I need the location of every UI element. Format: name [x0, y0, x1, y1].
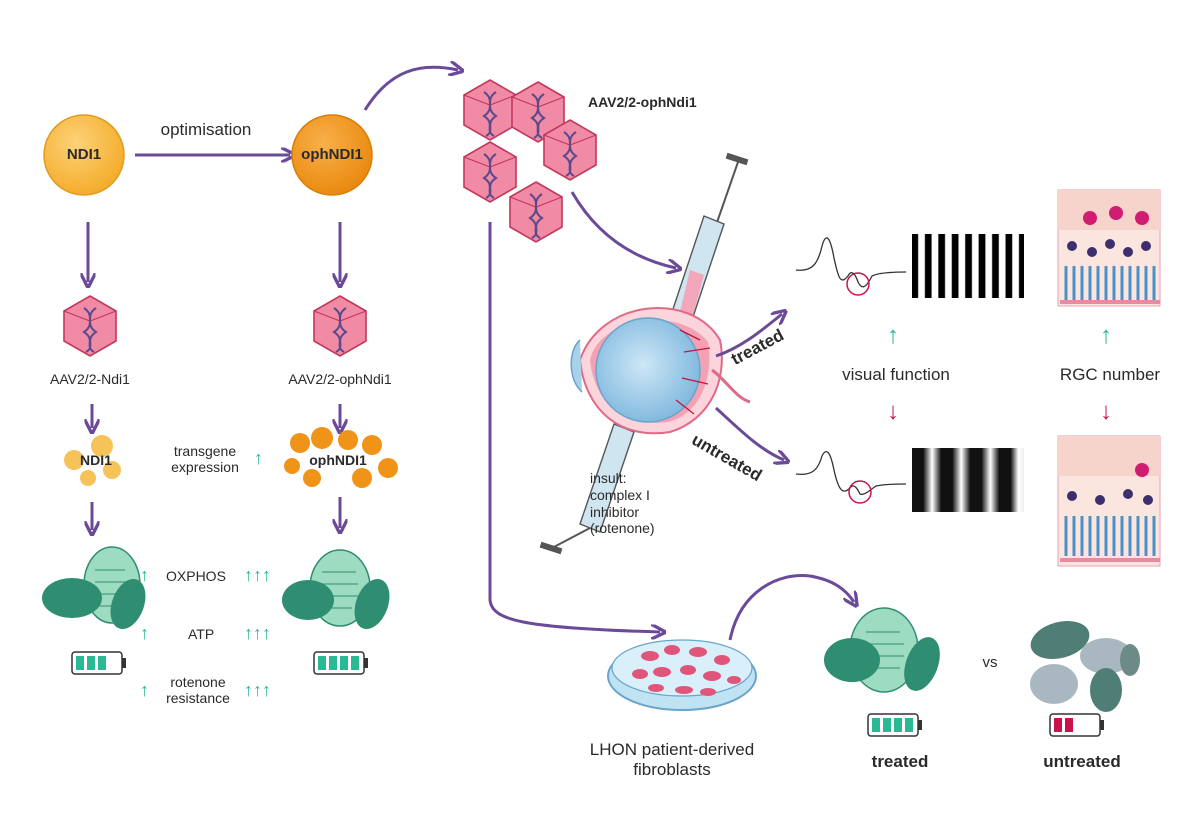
mitochondria-ophndi1-icon: [282, 549, 390, 630]
arrow-to-aav-cluster: [363, 67, 458, 111]
mitochondria-ndi1-icon: [42, 546, 146, 630]
vs-label: vs: [982, 654, 998, 671]
insult-label: insult: complex I inhibitor (rotenone): [590, 470, 655, 537]
aav-ndi1-capsid-icon: [63, 295, 117, 357]
atp-up3-arrow: ↑↑↑: [244, 623, 271, 643]
ndi1-label: NDI1: [66, 146, 102, 163]
treated-fibroblast-label: treated: [871, 752, 929, 771]
rgc-down-arrow: ↓: [1100, 398, 1112, 425]
erg-trace-untreated-icon: [795, 450, 907, 504]
ndi1-expression-blobs: [64, 435, 121, 486]
ndi1-protein-label: NDI1: [80, 452, 112, 468]
transgene-up-arrow: ↑: [254, 448, 263, 468]
grating-untreated-icon: [912, 448, 1024, 512]
petri-dish-icon: [607, 639, 757, 711]
atp-up-arrow: ↑: [140, 623, 149, 643]
oxphos-up3-arrow: ↑↑↑: [244, 565, 271, 585]
aav-capsid-cluster-icon: [463, 79, 597, 243]
retina-treated-icon: [1057, 189, 1161, 307]
rgc-up-arrow: ↑: [1100, 322, 1112, 349]
ophndi1-expression-blobs: [284, 427, 398, 488]
aav-ophndi1-capsid-icon: [313, 295, 367, 357]
treated-arrow: [715, 314, 782, 358]
oxphos-up-arrow: ↑: [140, 565, 149, 585]
aav-ndi1-label: AAV2/2-Ndi1: [50, 371, 130, 387]
ophndi1-label: ophNDI1: [301, 146, 363, 163]
arrow-to-treated-mito: [728, 573, 854, 641]
mitochondria-treated-icon: [824, 607, 940, 693]
ophndi1-protein-label: ophNDI1: [309, 452, 367, 468]
visual-function-up-arrow: ↑: [887, 322, 899, 349]
retina-untreated-icon: [1057, 435, 1161, 567]
untreated-arrow: [714, 406, 784, 460]
erg-trace-treated-icon: [795, 237, 907, 296]
oxphos-label: OXPHOS: [166, 568, 226, 584]
battery-partial-icon: [71, 651, 126, 675]
rgc-number-label: RGC number: [1059, 365, 1161, 384]
arrow-to-fibroblasts: [488, 222, 660, 632]
untreated-fibroblast-label: untreated: [1043, 752, 1121, 771]
ndi1-protein-circle: [43, 114, 125, 196]
battery-treated-icon: [867, 713, 922, 737]
aav-cluster-label: AAV2/2-ophNdi1: [588, 94, 697, 110]
atp-label: ATP: [188, 626, 215, 642]
battery-untreated-icon: [1049, 713, 1104, 737]
ophndi1-protein-circle: [291, 114, 373, 196]
mitochondria-untreated-icon: [1030, 620, 1140, 712]
aav-ophndi1-label: AAV2/2-ophNdi1: [288, 371, 392, 387]
optimisation-label: optimisation: [160, 120, 252, 139]
rotenone-up-arrow: ↑: [140, 680, 149, 700]
visual-function-label: visual function: [842, 365, 950, 384]
arrow-to-syringe: [570, 191, 676, 268]
rotenone-up3-arrow: ↑↑↑: [244, 680, 271, 700]
battery-full-icon: [313, 651, 368, 675]
grating-treated-icon: [912, 234, 1024, 298]
eye-icon: [570, 307, 751, 435]
visual-function-down-arrow: ↓: [887, 398, 899, 425]
